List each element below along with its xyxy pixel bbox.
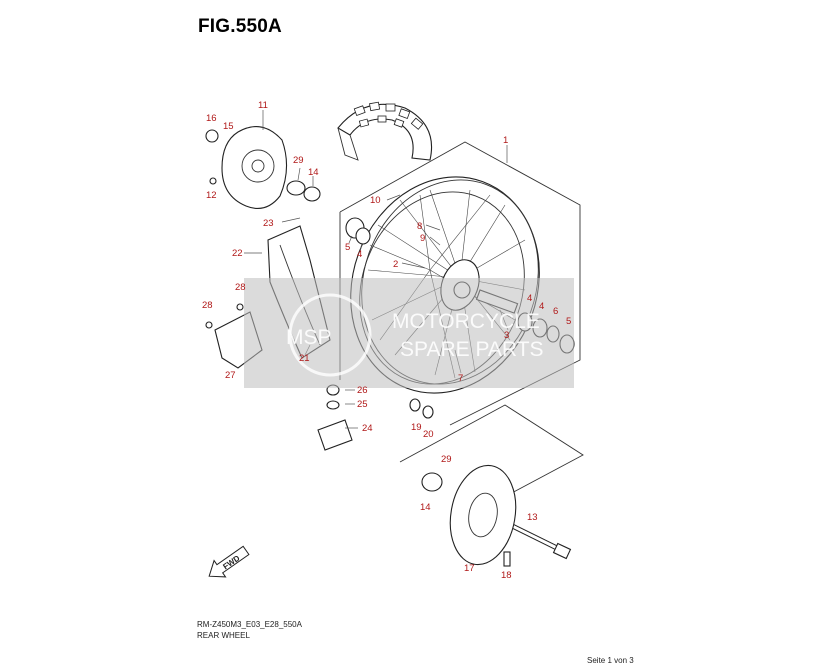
callout-11: 11 xyxy=(258,100,268,111)
callout-29a: 29 xyxy=(293,155,304,166)
watermark-right-bottom-text: SPARE PARTS xyxy=(400,338,544,361)
callout-22: 22 xyxy=(232,248,243,259)
figure-code: RM-Z450M3_E03_E28_550A xyxy=(197,620,302,629)
callout-28b: 28 xyxy=(235,282,246,293)
callout-19: 19 xyxy=(411,422,422,433)
figure-name: REAR WHEEL xyxy=(197,631,250,640)
brake-disc xyxy=(221,126,288,209)
callout-25: 25 xyxy=(357,399,368,410)
callout-14a: 14 xyxy=(308,167,319,178)
callout-4a: 4 xyxy=(357,249,362,260)
callout-14b: 14 xyxy=(420,502,431,513)
callout-26: 26 xyxy=(357,385,368,396)
callout-8: 8 xyxy=(417,221,422,232)
callout-13: 13 xyxy=(527,512,538,523)
callout-2: 2 xyxy=(393,259,398,270)
callout-4b: 4 xyxy=(527,293,532,304)
callout-18: 18 xyxy=(501,570,512,581)
callout-7: 7 xyxy=(458,373,463,384)
watermark-right-top-text: MOTORCYCLE xyxy=(392,310,540,333)
watermark-left-text: MSP xyxy=(286,326,332,349)
callout-15: 15 xyxy=(223,121,234,132)
callout-27: 27 xyxy=(225,370,236,381)
callout-28a: 28 xyxy=(202,300,213,311)
fwd-arrow: FWD xyxy=(208,545,250,578)
callout-1: 1 xyxy=(503,135,508,146)
figure-title: FIG.550A xyxy=(198,16,282,37)
callout-24: 24 xyxy=(362,423,373,434)
page-info: Seite 1 von 3 xyxy=(587,656,634,665)
callout-6: 6 xyxy=(553,306,558,317)
callout-3: 3 xyxy=(504,330,509,341)
callouts: 1 2 3 4 4 4 5 5 6 7 8 9 10 11 12 13 14 1… xyxy=(202,100,571,581)
callout-20: 20 xyxy=(423,429,434,440)
callout-10: 10 xyxy=(370,195,381,206)
callout-12: 12 xyxy=(206,190,217,201)
callout-17: 17 xyxy=(464,563,475,574)
valve-stem xyxy=(317,419,353,451)
watermark: MSP MOTORCYCLE SPARE PARTS xyxy=(244,278,574,388)
rear-sprocket xyxy=(449,464,517,566)
callout-4c: 4 xyxy=(539,301,544,312)
callout-9: 9 xyxy=(420,233,425,244)
tire xyxy=(337,101,433,161)
callout-5a: 5 xyxy=(345,242,350,253)
callout-5b: 5 xyxy=(566,316,571,327)
callout-16: 16 xyxy=(206,113,217,124)
callout-23: 23 xyxy=(263,218,274,229)
callout-21: 21 xyxy=(299,353,310,364)
callout-29b: 29 xyxy=(441,454,452,465)
